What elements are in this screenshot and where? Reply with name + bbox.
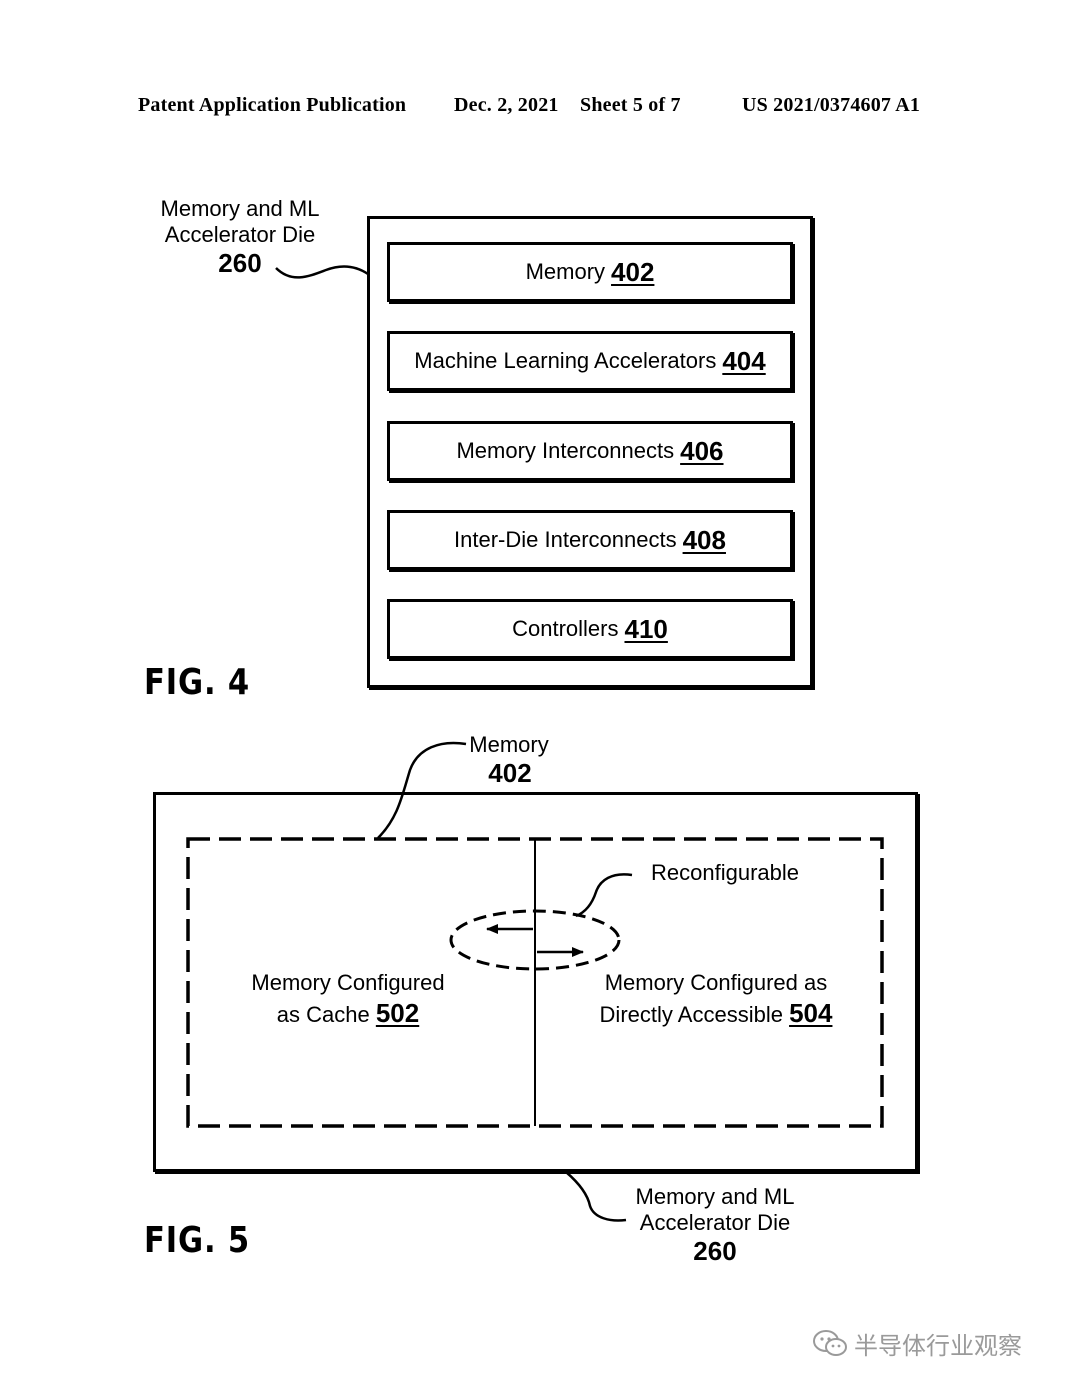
fig5-reconfigurable-ellipse <box>449 909 621 971</box>
fig5-cache-line1: Memory Configured <box>251 970 445 995</box>
fig5-direct-line1: Memory Configured as <box>604 970 828 995</box>
publication-title: Patent Application Publication <box>138 94 407 116</box>
fig4-block-inter-die-interconnects-label: Inter-Die Interconnects <box>454 527 677 552</box>
fig4-die-label: Memory and ML Accelerator Die <box>140 196 340 248</box>
fig5-die-box <box>153 792 918 1172</box>
fig4-block-ml-accelerators: Machine Learning Accelerators 404 <box>387 331 793 391</box>
fig4-die-ref: 260 <box>218 248 262 278</box>
fig5-direct-ref: 504 <box>789 998 833 1028</box>
fig4-block-ml-accelerators-ref: 404 <box>722 345 766 376</box>
fig4-block-ml-accelerators-label: Machine Learning Accelerators <box>414 348 717 373</box>
fig5-direct-cell: Memory Configured as Directly Accessible… <box>560 968 872 1030</box>
fig5-memory-leader <box>377 741 467 839</box>
fig4-caption: FIG. 4 <box>144 662 251 703</box>
fig5-cache-line2: as Cache <box>276 1002 370 1027</box>
fig4-block-controllers-ref: 410 <box>624 613 668 644</box>
sheet-number: Sheet 5 of 7 <box>580 94 681 116</box>
wechat-icon <box>813 1329 847 1356</box>
fig4-block-controllers: Controllers 410 <box>387 599 793 659</box>
fig5-cache-ref: 502 <box>375 998 420 1028</box>
fig5-die-ref: 260 <box>693 1236 737 1266</box>
fig4-block-inter-die-interconnects-ref: 408 <box>682 524 726 555</box>
fig5-die-label: Memory and ML Accelerator Die <box>615 1184 815 1236</box>
fig5-memory-label: Memory <box>469 732 549 757</box>
fig4-die-label-line2: Accelerator Die <box>164 222 316 247</box>
fig5-die-label-line2: Accelerator Die <box>639 1210 791 1235</box>
fig4-block-memory-label: Memory <box>525 259 606 284</box>
fig5-reconfigurable-label: Reconfigurable <box>651 860 799 885</box>
watermark-text: 半导体行业观察 <box>854 1332 1022 1360</box>
fig5-reconfigurable-leader <box>575 873 633 918</box>
publication-date: Dec. 2, 2021 <box>454 94 559 116</box>
fig5-caption: FIG. 5 <box>144 1220 251 1261</box>
fig4-die-box <box>367 216 813 688</box>
fig4-block-controllers-label: Controllers <box>512 616 619 641</box>
patent-number: US 2021/0374607 A1 <box>742 94 921 116</box>
fig5-direct-line2: Directly Accessible <box>599 1002 783 1027</box>
fig5-die-leader <box>565 1171 627 1222</box>
fig4-block-memory-interconnects-label: Memory Interconnects <box>456 438 675 463</box>
fig5-cache-cell: Memory Configured as Cache 502 <box>190 968 506 1030</box>
fig5-cache-line2-wrap: as Cache 502 <box>190 998 506 1030</box>
fig5-direct-line2-wrap: Directly Accessible 504 <box>560 998 872 1030</box>
fig5-die-label-line1: Memory and ML <box>635 1184 795 1209</box>
fig4-block-memory-interconnects: Memory Interconnects 406 <box>387 421 793 481</box>
fig4-block-memory-interconnects-ref: 406 <box>680 435 724 466</box>
fig4-block-inter-die-interconnects: Inter-Die Interconnects 408 <box>387 510 793 570</box>
fig4-block-memory: Memory 402 <box>387 242 793 302</box>
fig5-memory-ref: 402 <box>488 758 532 788</box>
watermark: 半导体行业观察 <box>812 1326 1022 1361</box>
fig4-die-label-line1: Memory and ML <box>160 196 320 221</box>
fig4-block-memory-ref: 402 <box>611 256 655 287</box>
